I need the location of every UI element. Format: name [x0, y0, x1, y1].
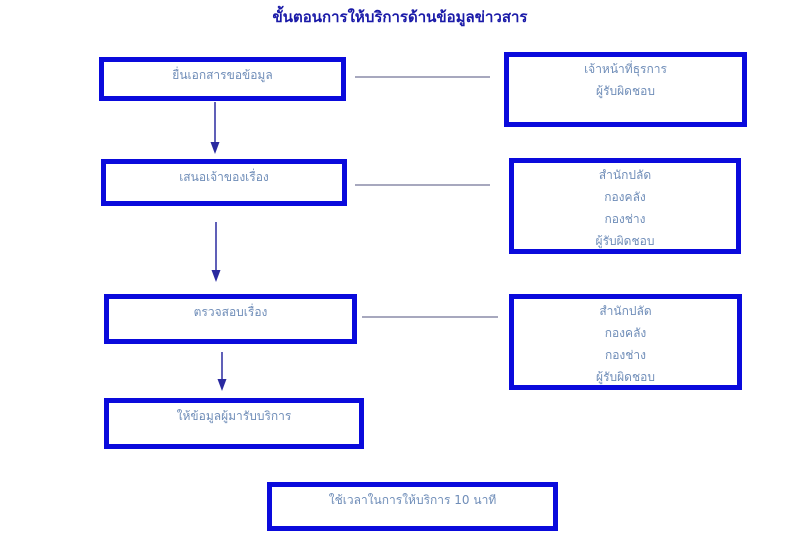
step-box-1: ยื่นเอกสารขอข้อมูล	[99, 57, 346, 101]
responsible-line: กองคลัง	[604, 190, 646, 204]
responsible-line: กองช่าง	[604, 348, 647, 362]
responsible-line: ผู้รับผิดชอบ	[596, 370, 655, 384]
responsible-line: กองช่าง	[604, 212, 646, 226]
responsible-box-3: สำนักปลัด กองคลัง กองช่าง ผู้รับผิดชอบ	[509, 294, 742, 390]
step-box-3: ตรวจสอบเรื่อง	[104, 294, 357, 344]
responsible-line: กองคลัง	[604, 326, 647, 340]
service-time-box: ใช้เวลาในการให้บริการ 10 นาที	[267, 482, 558, 531]
diagram-title: ขั้นตอนการให้บริการด้านข้อมูลข่าวสาร	[272, 8, 528, 26]
responsible-line: เจ้าหน้าที่ธุรการ	[584, 62, 667, 76]
responsible-box-1: เจ้าหน้าที่ธุรการ ผู้รับผิดชอบ	[504, 52, 747, 127]
step-box-4: ให้ข้อมูลผู้มารับบริการ	[104, 398, 364, 449]
step-label: ยื่นเอกสารขอข้อมูล	[172, 68, 273, 82]
step-label: เสนอเจ้าของเรื่อง	[179, 170, 269, 184]
step-label: ให้ข้อมูลผู้มารับบริการ	[176, 409, 292, 423]
responsible-line: ผู้รับผิดชอบ	[595, 234, 655, 248]
responsible-box-2: สำนักปลัด กองคลัง กองช่าง ผู้รับผิดชอบ	[509, 158, 741, 254]
service-time-label: ใช้เวลาในการให้บริการ 10 นาที	[328, 493, 497, 507]
responsible-line: สำนักปลัด	[599, 304, 652, 318]
step-box-2: เสนอเจ้าของเรื่อง	[101, 159, 347, 206]
responsible-line: ผู้รับผิดชอบ	[596, 84, 655, 98]
responsible-line: สำนักปลัด	[598, 168, 652, 182]
step-label: ตรวจสอบเรื่อง	[193, 305, 268, 319]
